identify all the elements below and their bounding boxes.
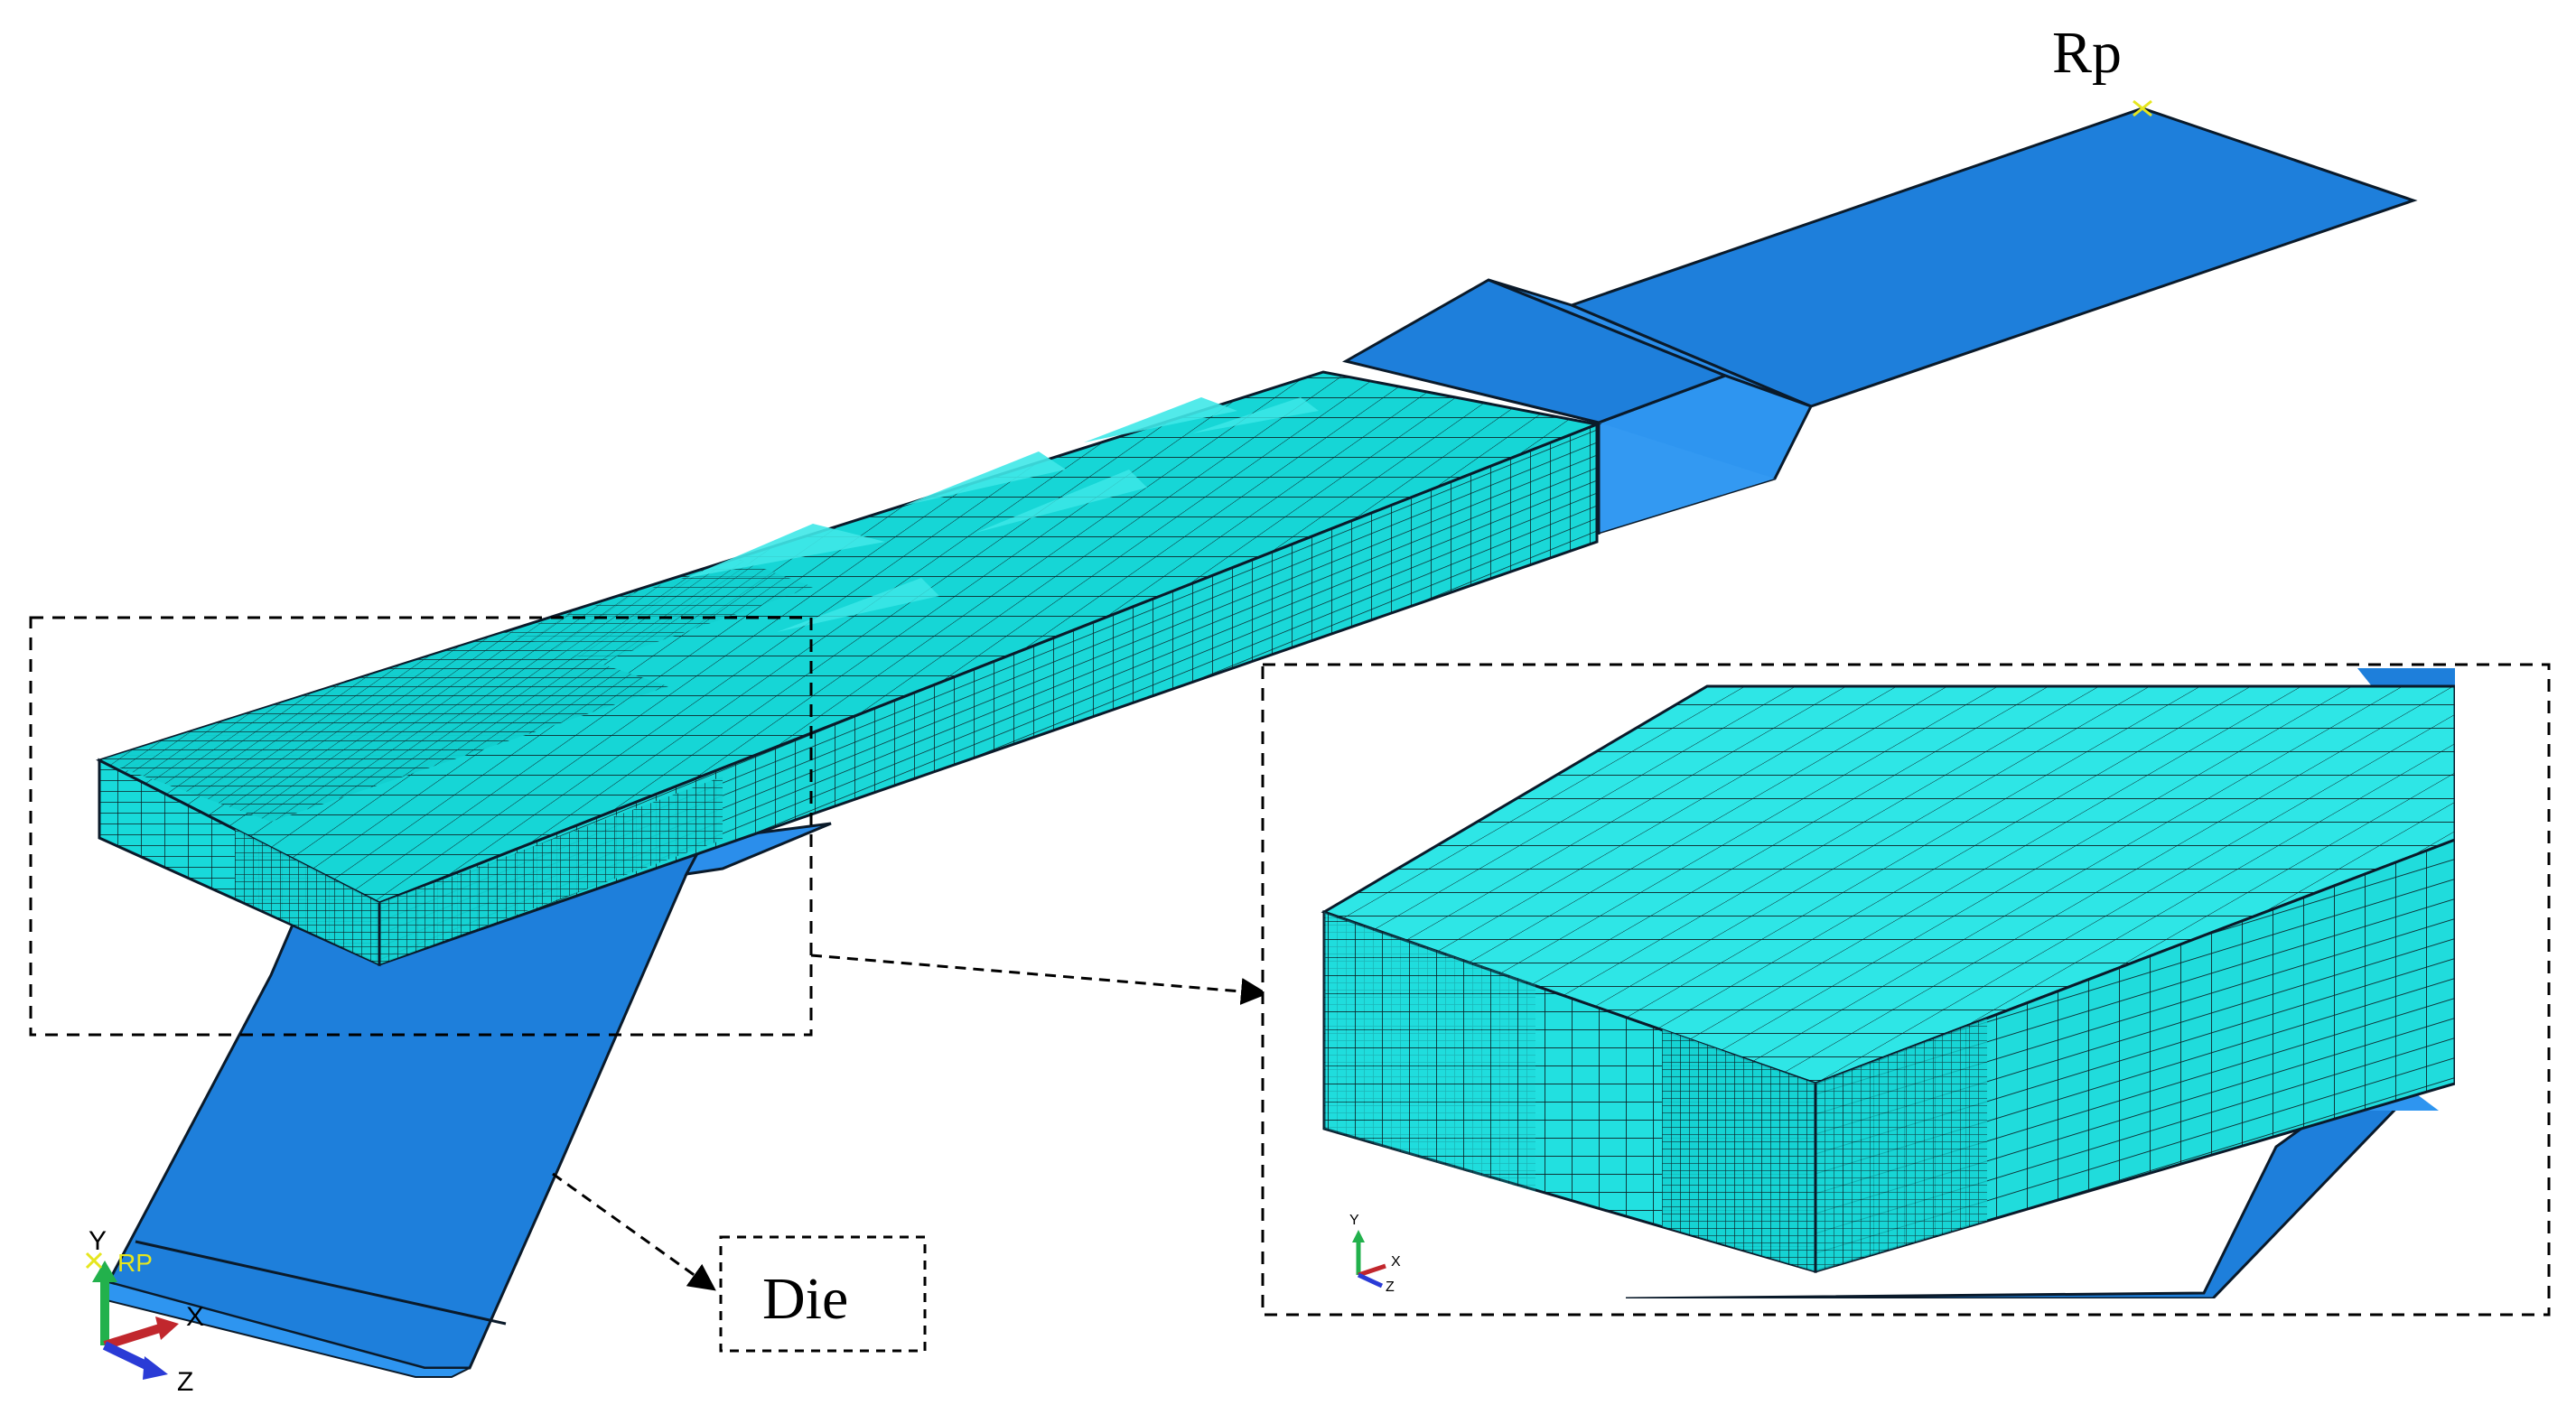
main-model-view: Rp Die Y RP X Z — [29, 20, 2418, 1397]
triad-z-label: Z — [177, 1367, 193, 1397]
workpiece-mesh — [96, 370, 1602, 967]
rp-label: Rp — [2052, 20, 2122, 86]
triad-y-label: Y — [89, 1226, 107, 1256]
triad-rp-label: RP — [117, 1249, 153, 1277]
rp-marker-icon — [2133, 99, 2152, 117]
zoom-arrow — [810, 954, 1268, 1005]
inset-triad-x-label: X — [1391, 1254, 1401, 1270]
zoom-region-box — [29, 616, 813, 1037]
upper-die-surface — [1341, 107, 2418, 535]
die-arrow — [552, 1172, 716, 1291]
die-label: Die — [762, 1266, 848, 1332]
die-label-box — [719, 1235, 927, 1353]
inset-triad-z-label: Z — [1386, 1279, 1395, 1295]
triad-x-label: X — [186, 1302, 204, 1332]
zoom-inset: Y X Z — [1261, 663, 2551, 1317]
axis-triad-inset: Y X Z — [1349, 1213, 1401, 1295]
inset-triad-y-label: Y — [1349, 1213, 1359, 1228]
axis-triad-main: Y RP X Z — [85, 1226, 204, 1397]
